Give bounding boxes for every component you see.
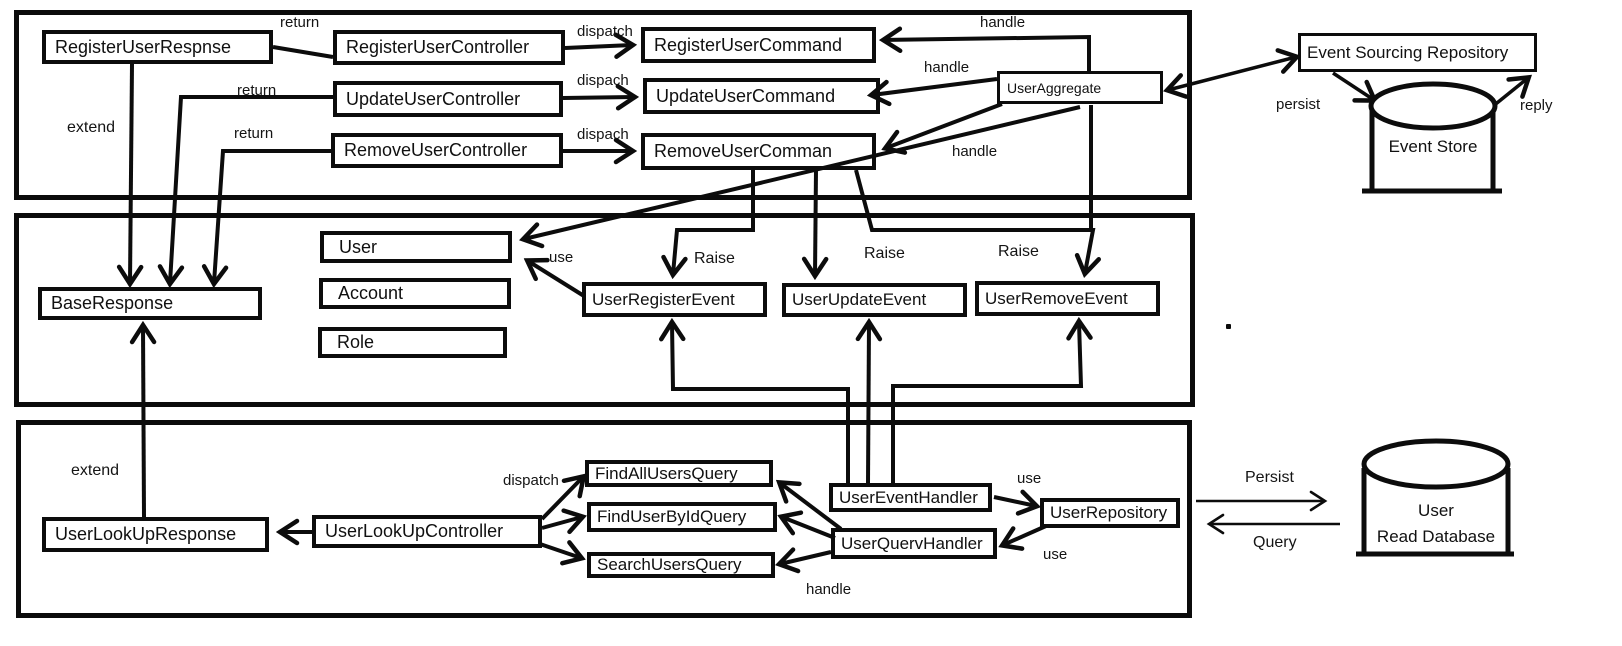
edge-label-return-remove: return	[234, 125, 274, 142]
node-update-user-command: UpdateUserCommand	[643, 78, 880, 114]
event-store-label: Event Store	[1388, 137, 1478, 156]
node-user: User	[320, 231, 512, 263]
edge-label-extend-bottom: extend	[71, 462, 120, 479]
node-user-remove-event: UserRemoveEvent	[975, 281, 1160, 316]
edge-label-raise-update: Raise	[864, 245, 905, 262]
edge-label-handle-remove: handle	[952, 143, 998, 160]
query-section-frame	[16, 420, 1192, 618]
edge-label-extend-top: extend	[67, 119, 116, 136]
edge-label-raise-remove: Raise	[998, 243, 1039, 260]
node-user-event-handler: UserEventHandler	[829, 483, 992, 512]
edge-label-persist-db: Persist	[1245, 469, 1294, 486]
node-register-user-response: RegisterUserRespnse	[42, 30, 273, 64]
node-update-user-controller: UpdateUserController	[333, 81, 563, 117]
node-find-user-by-id-query: FindUserByIdQuery	[587, 502, 777, 532]
node-register-user-controller: RegisterUserController	[333, 30, 565, 65]
edge-label-handle-query: handle	[806, 581, 852, 598]
edge-label-dispatch-update: dispach	[577, 72, 629, 89]
node-event-sourcing-repository: Event Sourcing Repository	[1298, 33, 1537, 72]
node-user-register-event: UserRegisterEvent	[582, 282, 767, 317]
node-user-repository: UserRepository	[1040, 498, 1180, 528]
edge-persist-event-store	[1332, 71, 1374, 100]
edge-label-persist: persist	[1276, 96, 1321, 113]
node-user-update-event: UserUpdateEvent	[782, 283, 967, 317]
edge-label-dispatch-query: dispatch	[503, 472, 559, 489]
edge-label-raise-register: Raise	[694, 250, 735, 267]
node-remove-user-command: RemoveUserComman	[641, 133, 876, 170]
node-user-aggregate: UserAggregate	[997, 71, 1163, 104]
node-user-lookup-controller: UserLookUpController	[312, 515, 542, 548]
node-find-all-users-query: FindAllUsersQuery	[585, 460, 773, 487]
node-user-lookup-response: UserLookUpResponse	[42, 517, 269, 552]
user-read-db-label-line1: User	[1418, 501, 1454, 520]
user-read-db-label-line2: Read Database	[1376, 527, 1496, 546]
edge-label-return-update: return	[237, 82, 277, 99]
node-role: Role	[318, 327, 507, 358]
edge-label-dispatch-remove: dispach	[577, 126, 629, 143]
node-register-user-command: RegisterUserCommand	[641, 27, 876, 63]
edge-label-dispatch-register: dispatch	[577, 23, 633, 40]
edge-label-use-query-handler: use	[1043, 546, 1068, 563]
edge-label-handle-update: handle	[924, 59, 970, 76]
edge-label-handle-register: handle	[980, 14, 1026, 31]
edge-label-use-aggregate: use	[549, 249, 574, 266]
node-user-query-handler: UserQuervHandler	[831, 528, 997, 559]
edge-label-reply: reply	[1520, 97, 1553, 114]
node-search-users-query: SearchUsersQuery	[587, 552, 775, 578]
edge-label-query-db: Query	[1253, 534, 1297, 551]
edge-label-return-register: return	[280, 14, 320, 31]
edge-label-use-event-handler: use	[1017, 470, 1042, 487]
node-account: Account	[319, 278, 511, 309]
stray-dot	[1226, 324, 1231, 329]
node-remove-user-controller: RemoveUserController	[331, 133, 563, 168]
node-base-response: BaseResponse	[38, 287, 262, 320]
